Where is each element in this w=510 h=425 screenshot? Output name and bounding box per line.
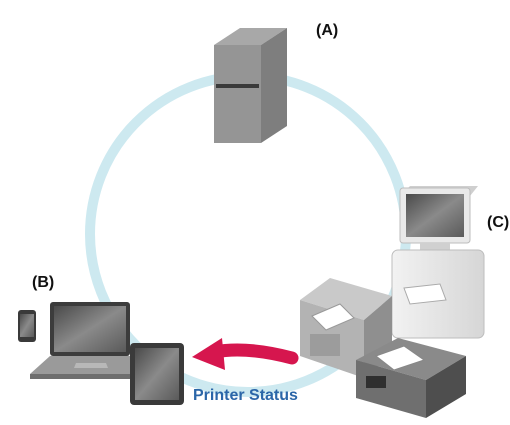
server-icon	[214, 28, 287, 143]
kiosk-printer-icon	[391, 186, 485, 339]
thermal-printer-icon	[300, 278, 392, 378]
server-label: (A)	[316, 22, 339, 39]
smartphone-icon	[18, 310, 36, 342]
clients-label: (B)	[32, 274, 55, 291]
status-arrow	[192, 338, 299, 370]
tablet-icon	[130, 343, 184, 405]
printer-status-label: Printer Status	[193, 387, 298, 404]
receipt-printer-icon	[356, 338, 466, 418]
printers-label: (C)	[487, 214, 510, 231]
laptop-icon	[30, 302, 146, 379]
